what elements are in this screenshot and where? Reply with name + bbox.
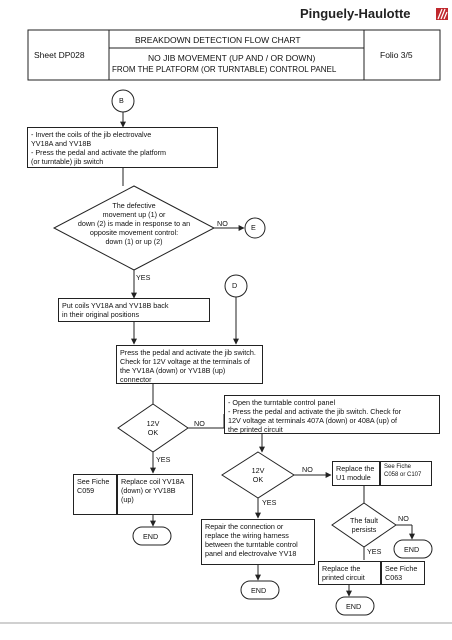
yes-label-3: YES [262, 498, 277, 507]
no-label-1: NO [217, 219, 228, 228]
open-control-panel-box: - Open the turntable control panel - Pre… [224, 395, 440, 434]
no-label-4: NO [398, 514, 409, 523]
end-label-4: END [346, 602, 362, 611]
see-c058-box: See Fiche C058 or C107 [380, 461, 432, 486]
end-label-1: END [143, 532, 159, 541]
replace-printed-circuit-box: Replace the printed circuit [318, 561, 381, 585]
see-c059-box: See Fiche C059 [73, 474, 117, 515]
see-c063-box: See Fiche C063 [381, 561, 425, 585]
end-label-3: END [404, 545, 420, 554]
end2-shape [240, 580, 280, 600]
decision-fault-text: The fault persists [350, 516, 378, 534]
no-label-2: NO [194, 419, 205, 428]
end3-shape [393, 539, 433, 559]
chart-title: BREAKDOWN DETECTION FLOW CHART [135, 35, 301, 45]
replace-u1-box: Replace the U1 module [332, 461, 380, 486]
sheet-id: Sheet DP028 [34, 50, 85, 60]
decision-12v-a-text: 12V OK [146, 419, 160, 437]
replace-coil-box: Replace coil YV18A (down) or YV18B (up) [117, 474, 193, 515]
connector-e-circle [244, 217, 266, 239]
header-table [27, 29, 441, 81]
check-12v-connector-box: Press the pedal and activate the jib swi… [116, 345, 263, 384]
end-label-2: END [251, 586, 267, 595]
connector-b-label: B [119, 96, 124, 105]
yes-label-4: YES [367, 547, 382, 556]
repair-connection-box: Repair the connection or replace the wir… [201, 519, 315, 565]
no-label-3: NO [302, 465, 313, 474]
yes-label-2: YES [156, 455, 171, 464]
brand-logo-text: Pinguely-Haulotte [300, 6, 411, 21]
decision-12v-b-text: 12V OK [251, 466, 265, 484]
connector-e-label: E [251, 223, 256, 232]
put-coils-back-box: Put coils YV18A and YV18B back in their … [58, 298, 210, 322]
invert-coils-box: - Invert the coils of the jib electroval… [27, 127, 218, 168]
folio: Folio 3/5 [380, 50, 413, 60]
end1-shape [132, 526, 172, 546]
brand-logo-icon [436, 8, 448, 20]
decision-defective-text: The defective movement up (1) or down (2… [77, 201, 191, 246]
yes-label-1: YES [136, 273, 151, 282]
end4-shape [335, 596, 375, 616]
chart-subtitle-2: FROM THE PLATFORM (OR TURNTABLE) CONTROL… [112, 65, 337, 74]
connector-d-label: D [232, 281, 238, 290]
chart-subtitle-1: NO JIB MOVEMENT (UP AND / OR DOWN) [148, 53, 316, 63]
